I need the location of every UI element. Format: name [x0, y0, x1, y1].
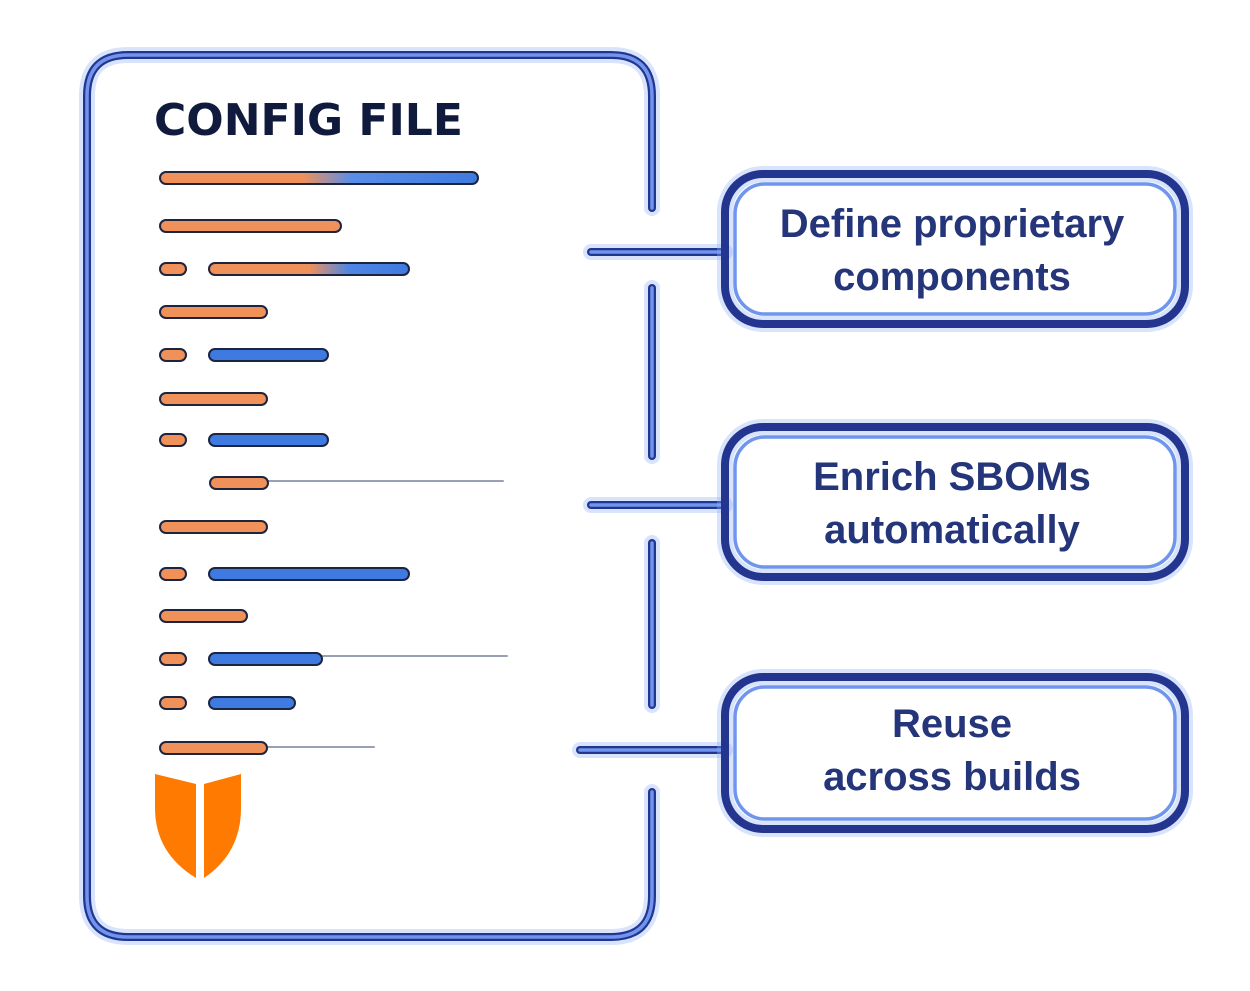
code-line-1 — [159, 171, 479, 185]
page-title: CONFIG FILE — [154, 95, 463, 146]
code-line-12 — [208, 652, 323, 666]
code-line-3-dash — [159, 262, 187, 276]
code-lines — [159, 171, 508, 755]
code-line-9 — [159, 520, 268, 534]
code-line-5 — [208, 348, 329, 362]
callout-3-line-2: across builds — [823, 755, 1081, 799]
code-line-5-dash — [159, 348, 187, 362]
code-line-12-dash — [159, 652, 187, 666]
callout-reuse-builds: Reuse across builds — [717, 669, 1193, 837]
code-line-11 — [159, 609, 248, 623]
code-line-10-dash — [159, 567, 187, 581]
callout-enrich-sboms: Enrich SBOMs automatically — [717, 419, 1193, 585]
config-file-panel — [79, 47, 660, 945]
callout-1-line-1: Define proprietary — [780, 202, 1125, 246]
code-line-7 — [208, 433, 329, 447]
code-line-3 — [208, 262, 410, 276]
callout-2-line-2: automatically — [824, 508, 1080, 552]
code-line-14 — [159, 741, 268, 755]
code-line-4 — [159, 305, 268, 319]
code-line-13 — [208, 696, 296, 710]
callout-define-components: Define proprietary components — [717, 166, 1193, 332]
callout-2-line-1: Enrich SBOMs — [813, 455, 1091, 499]
callout-1-line-2: components — [833, 255, 1071, 299]
code-line-8 — [209, 476, 269, 490]
code-line-10 — [208, 567, 410, 581]
callout-3-line-1: Reuse — [892, 702, 1012, 746]
code-line-13-dash — [159, 696, 187, 710]
code-line-7-dash — [159, 433, 187, 447]
connectors — [572, 244, 733, 758]
shield-icon — [155, 774, 241, 878]
code-line-2 — [159, 219, 342, 233]
code-line-6 — [159, 392, 268, 406]
